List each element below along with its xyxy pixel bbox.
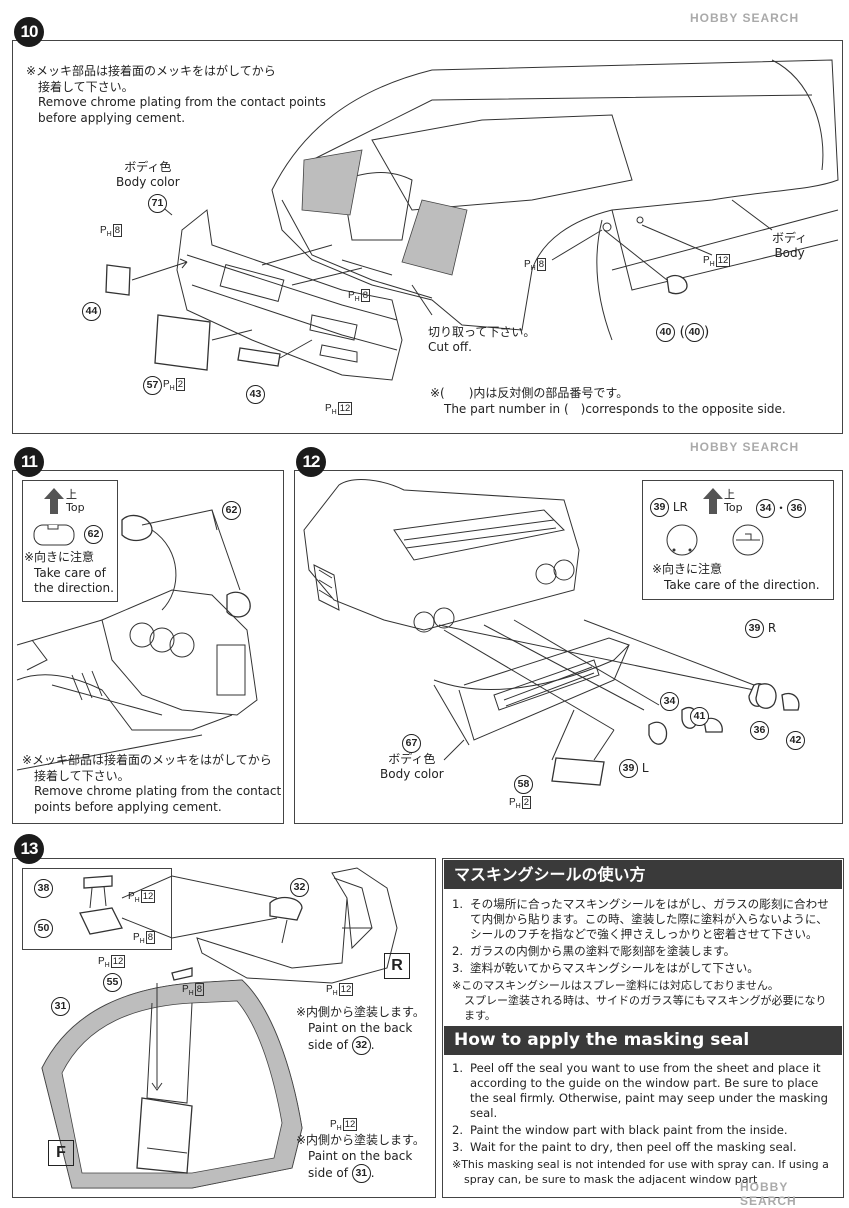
part-36: 36 [787, 499, 807, 518]
list-item: 3.塗料が乾いてからマスキングシールをはがして下さい。 [452, 961, 759, 975]
step10-number: 10 [14, 17, 44, 47]
lens-diagram-icon [33, 524, 75, 546]
part-62: 62 [84, 525, 103, 544]
lens-orientation-icon [666, 524, 764, 556]
part-32: 32 [290, 878, 309, 897]
part-62: 62 [222, 501, 241, 520]
step13-paint-note-31: ※内側から塗装します。 Paint on the back side of 31… [296, 1133, 425, 1183]
masking-heading-en: How to apply the masking seal [444, 1026, 842, 1055]
step13-paint-note-32: ※内側から塗装します。 Paint on the back side of 32… [296, 1005, 425, 1055]
part-39: 39 [650, 498, 669, 517]
part-44: 44 [82, 302, 101, 321]
step10-chrome-note: ※メッキ部品は接着面のメッキをはがしてから 接着して下さい。 Remove ch… [26, 64, 326, 125]
part-39l: 39 [619, 759, 638, 778]
step12-number: 12 [296, 447, 326, 477]
watermark: HOBBY SEARCH [690, 11, 800, 25]
step11-number: 11 [14, 447, 44, 477]
step12-direction-note: ※向きに注意 Take care of the direction. [652, 562, 820, 592]
list-item: 2.ガラスの内側から黒の塗料で彫刻部を塗装します。 [452, 944, 736, 958]
masking-heading-jp: マスキングシールの使い方 [444, 860, 842, 889]
part-57: 57 [143, 376, 162, 395]
masking-jp-list: 1.その場所に合ったマスキングシールをはがし、ガラスの彫刻に合わせて内側から貼り… [452, 897, 834, 1023]
part-34: 34 [660, 692, 679, 711]
step11-chrome-note: ※メッキ部品は接着面のメッキをはがしてから 接着して下さい。 Remove ch… [22, 753, 282, 814]
part-34: 34 [756, 499, 775, 518]
list-item: 2.Paint the window part with black paint… [452, 1123, 788, 1137]
up-arrow-icon [703, 488, 723, 514]
watermark: HOBBY SEARCH [690, 440, 800, 454]
watermark: HOBBY SEARCH [740, 1180, 797, 1208]
step12-illustration [303, 479, 800, 786]
part-42: 42 [786, 731, 805, 750]
list-item: 1.Peel off the seal you want to use from… [452, 1061, 829, 1120]
step10-cutoff: 切り取って下さい。Cut off. [428, 325, 536, 354]
part-31: 31 [51, 997, 70, 1016]
masking-en-list: 1.Peel off the seal you want to use from… [452, 1061, 832, 1187]
part-39r: 39 [745, 619, 764, 638]
part-40-pair: 40 (40) [656, 323, 709, 342]
part-71: 71 [148, 194, 167, 213]
step11-direction-note: ※向きに注意 Take care of the direction. [24, 550, 114, 595]
step13-number: 13 [14, 834, 44, 864]
step13-illustration [41, 867, 398, 1189]
rear-label: R [384, 953, 410, 979]
step11-illustration [16, 509, 258, 771]
part-55: 55 [103, 973, 122, 992]
list-item: 1.その場所に合ったマスキングシールをはがし、ガラスの彫刻に合わせて内側から貼り… [452, 897, 829, 941]
up-arrow-icon [44, 488, 64, 514]
part-67: 67 [402, 734, 421, 753]
part-36: 36 [750, 721, 769, 740]
part-38: 38 [34, 879, 53, 898]
step10-illustration [105, 59, 839, 381]
part-58: 58 [514, 775, 533, 794]
list-item: 3.Wait for the paint to dry, then peel o… [452, 1140, 797, 1154]
front-label: F [48, 1140, 74, 1166]
part-41: 41 [690, 707, 709, 726]
part-50: 50 [34, 919, 53, 938]
step10-opposite-note: ※( )内は反対側の部品番号です。 The part number in ( )… [430, 386, 786, 416]
part-43: 43 [246, 385, 265, 404]
